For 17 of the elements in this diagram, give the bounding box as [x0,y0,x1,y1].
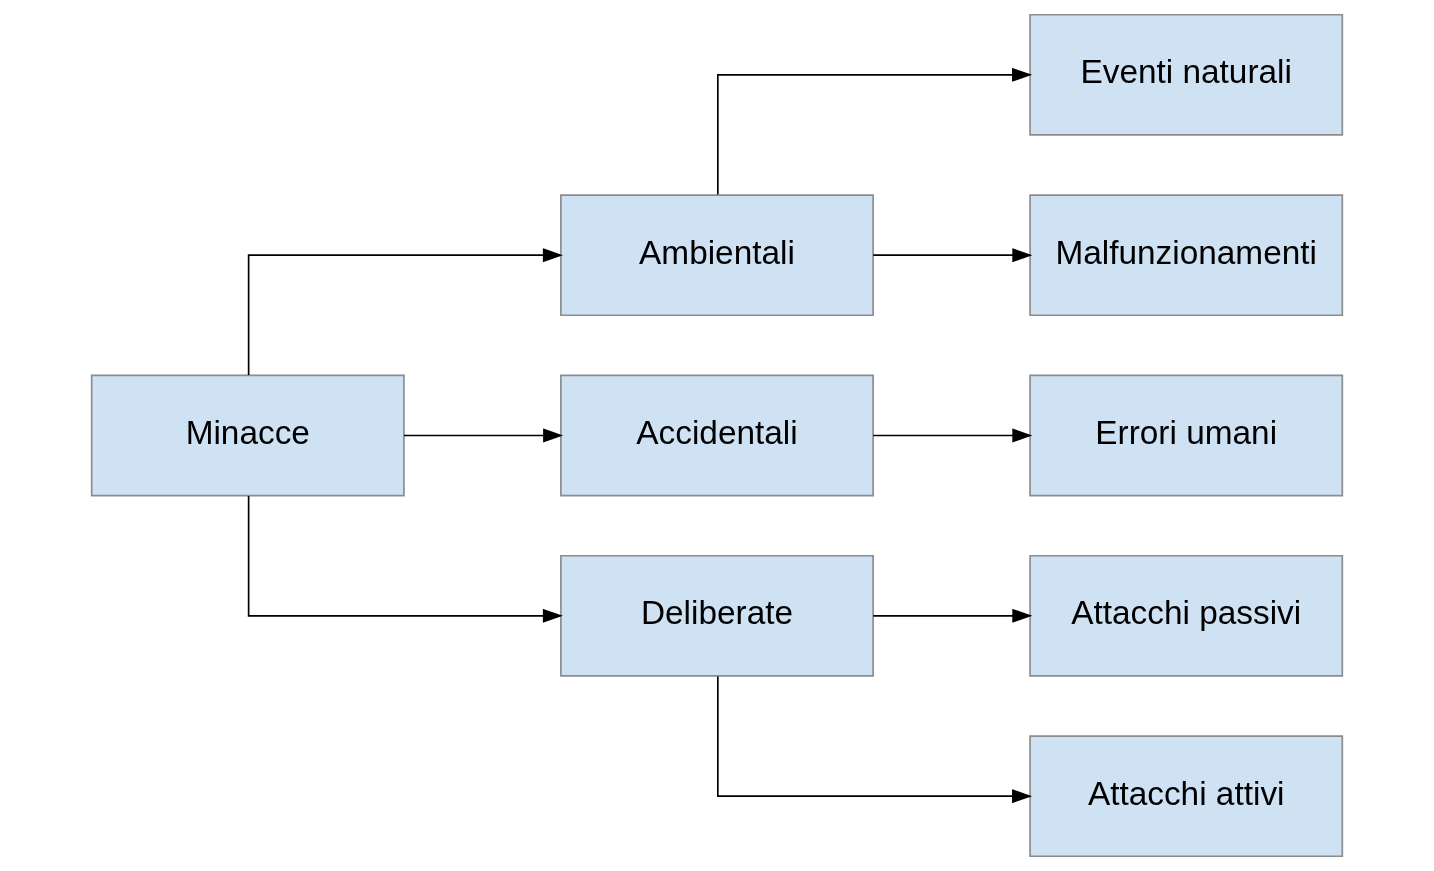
arrow [717,67,1033,196]
node-box: Minacce [90,374,405,497]
arrow [247,248,563,376]
arrow [247,495,563,623]
node-box: Accidentali [560,374,874,497]
node-box: Errori umani [1029,374,1344,497]
node-box: Ambientali [560,194,874,317]
arrow [872,248,1033,263]
node-box: Attacchi attivi [1029,735,1344,858]
node-box: Eventi naturali [1029,13,1344,136]
arrow [717,675,1033,804]
node-box: Malfunzionamenti [1029,194,1344,317]
node-box: Deliberate [560,554,874,677]
arrow [403,428,564,443]
node-box: Attacchi passivi [1029,554,1344,677]
arrow [872,608,1033,623]
arrow [872,428,1033,443]
